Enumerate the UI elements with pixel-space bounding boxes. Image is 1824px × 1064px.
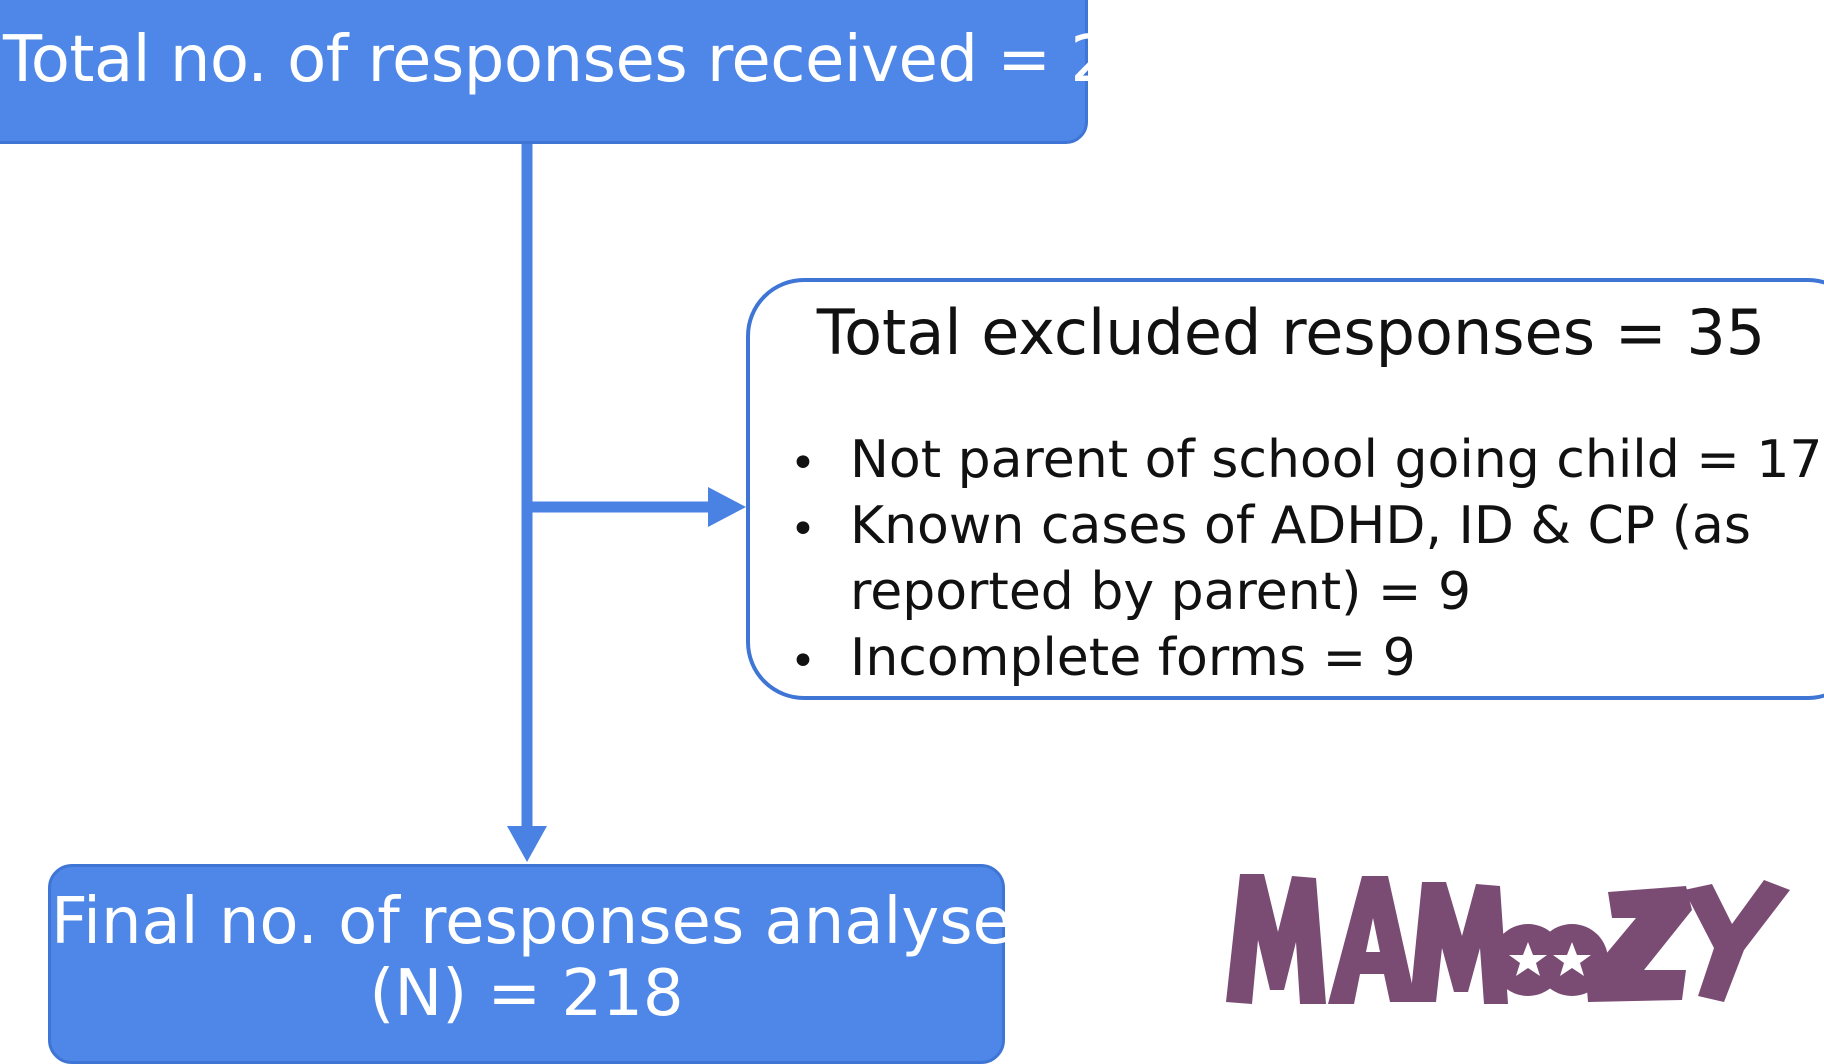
exclusion-item-text: reported by parent) = 9 <box>850 562 1472 622</box>
star-icon <box>1553 942 1591 976</box>
logo-letter-z <box>1586 886 1692 1002</box>
mamoozy-logo <box>1226 874 1790 1004</box>
responses-received-label: Total no. of responses received = 253 <box>3 23 1191 97</box>
responses-analysed-count: (N) = 218 <box>369 957 684 1031</box>
bullet-icon: • <box>790 437 816 489</box>
exclusion-item-text: Incomplete forms = 9 <box>850 628 1416 688</box>
excluded-responses-box: Total excluded responses = 35 • Not paren… <box>746 278 1824 700</box>
logo-letter-m2 <box>1410 882 1508 1004</box>
exclusion-item: • Not parent of school going child = 17 <box>790 430 1823 490</box>
exclusion-item: • Incomplete forms = 9 <box>790 628 1416 688</box>
exclusion-item-text: Known cases of ADHD, ID & CP (as <box>850 496 1751 556</box>
responses-received-box: Total no. of responses received = 253 <box>0 0 1191 144</box>
right-arrowhead <box>708 487 746 527</box>
excluded-title: Total excluded responses = 35 <box>816 296 1766 369</box>
down-arrowhead <box>507 826 547 862</box>
bullet-icon: • <box>790 503 816 555</box>
star-icon <box>1509 942 1547 976</box>
bullet-icon: • <box>790 635 816 687</box>
logo-letter-m1 <box>1226 874 1326 1004</box>
exclusion-item: • Known cases of ADHD, ID & CP (as <box>790 496 1751 556</box>
logo-letter-y <box>1684 880 1790 1002</box>
flow-connectors <box>507 142 746 862</box>
exclusion-item-continuation: reported by parent) = 9 <box>850 562 1471 622</box>
responses-analysed-box: Final no. of responses analysed (N) = 21… <box>48 864 1053 1064</box>
responses-analysed-label: Final no. of responses analysed <box>51 885 1053 959</box>
logo-a-counter <box>1366 918 1380 952</box>
exclusion-item-text: Not parent of school going child = 17 <box>850 430 1823 490</box>
